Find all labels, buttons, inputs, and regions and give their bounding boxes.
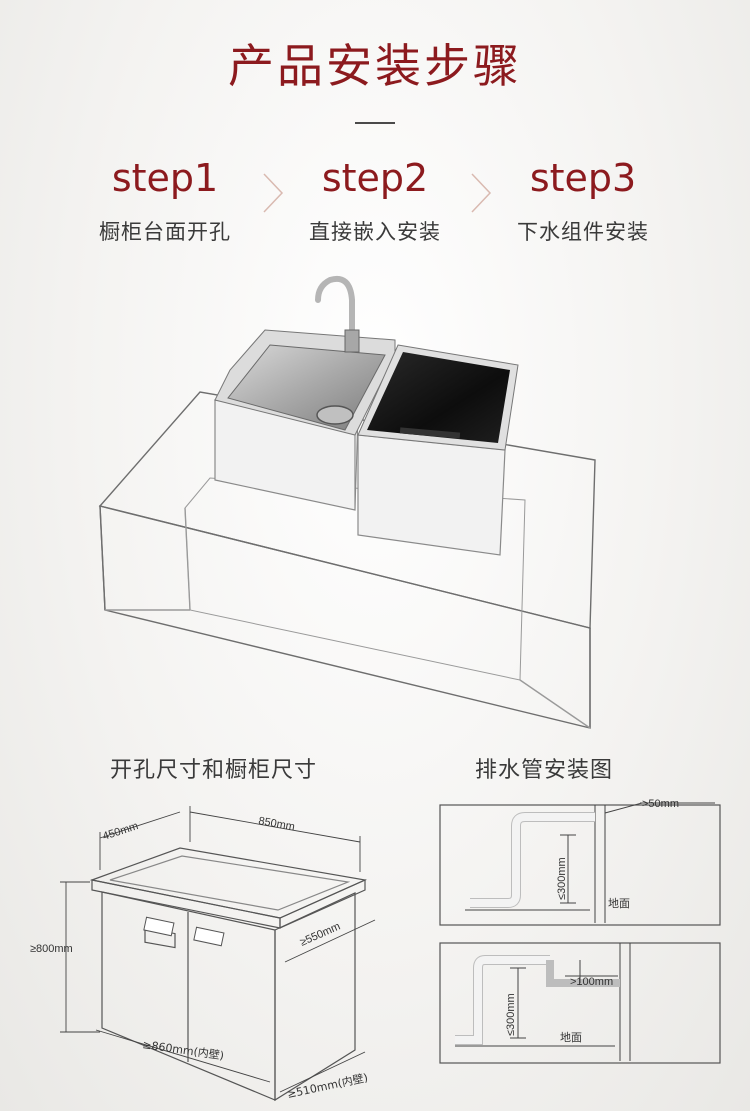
drain-installation-title: 排水管安装图 xyxy=(475,758,614,783)
top-gap-label: >50mm xyxy=(642,798,679,810)
dim-inner-depth: ≥510mm(内壁) xyxy=(286,1070,369,1101)
title-divider xyxy=(355,122,395,124)
step-1-number: step1 xyxy=(111,156,219,200)
chevron-right-icon xyxy=(471,173,492,213)
dim-inner-width: ≥860mm(内壁) xyxy=(142,1037,225,1062)
bottom-floor-label: 地面 xyxy=(560,1031,582,1044)
step-2-description: 直接嵌入安装 xyxy=(309,220,441,244)
step-3: step3 下水组件安装 xyxy=(473,158,693,246)
step-2-number: step2 xyxy=(321,156,429,200)
step-3-description: 下水组件安装 xyxy=(517,220,649,244)
step-1-description: 橱柜台面开孔 xyxy=(99,220,231,244)
product-illustration xyxy=(98,276,596,729)
dim-depth: ≥550mm xyxy=(298,920,342,948)
dim-height: ≥800mm xyxy=(30,943,73,955)
cabinet-dimensions-title: 开孔尺寸和橱柜尺寸 xyxy=(110,758,318,783)
page-title: 产品安装步骤 xyxy=(228,39,522,93)
bottom-gap-label: >100mm xyxy=(570,976,613,988)
dim-depth-top: 450mm xyxy=(101,820,140,843)
cabinet-dimension-labels: 850mm 450mm ≥800mm ≥550mm ≥860mm(内壁) ≥51… xyxy=(30,815,369,1101)
dim-width: 850mm xyxy=(257,815,295,833)
drain-diagram-bottom: >100mm ≤300mm 地面 xyxy=(439,942,721,1064)
step-2: step2 直接嵌入安装 xyxy=(265,158,485,246)
step-3-number: step3 xyxy=(529,156,637,200)
drain-diagram-top: >50mm ≤300mm 地面 xyxy=(439,798,721,926)
top-floor-label: 地面 xyxy=(608,897,630,910)
top-height-label: ≤300mm xyxy=(556,857,568,900)
bottom-height-label: ≤300mm xyxy=(505,993,517,1036)
cabinet-dimension-diagram xyxy=(60,806,376,1102)
step-1: step1 橱柜台面开孔 xyxy=(55,158,275,246)
chevron-right-icon xyxy=(263,173,284,213)
